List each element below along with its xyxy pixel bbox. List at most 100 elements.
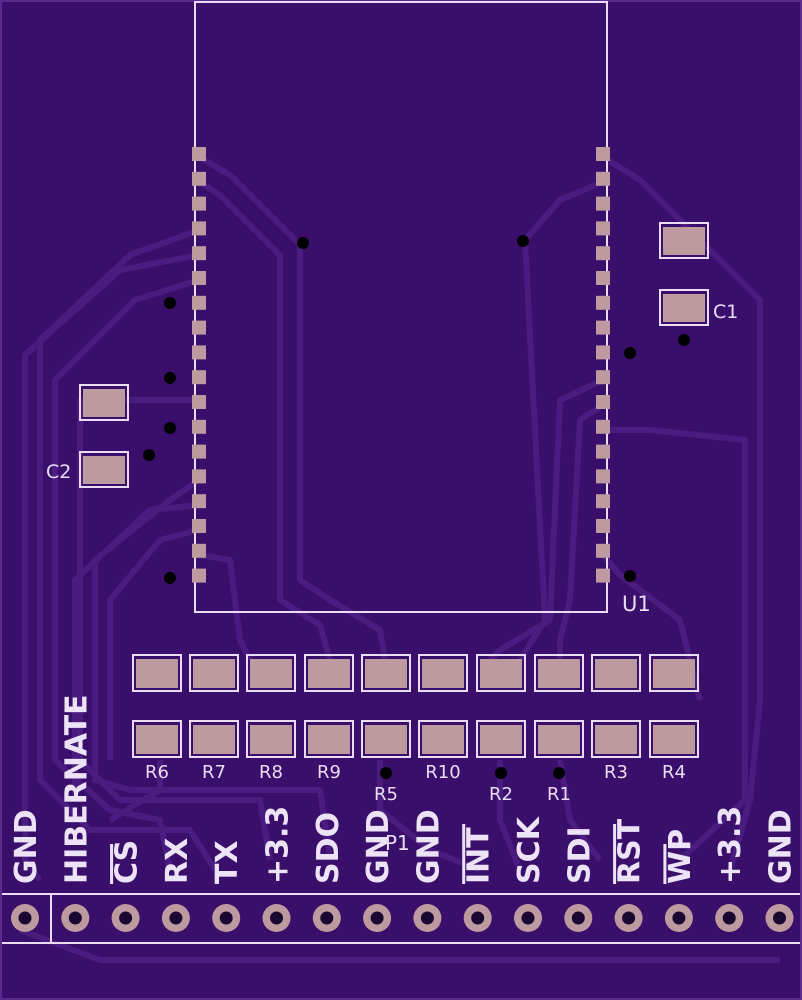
header-pin-hole xyxy=(320,911,334,925)
resistor-label: R10 xyxy=(425,762,460,783)
header-p1-label: P1 xyxy=(385,831,410,855)
header-pin-hole xyxy=(270,911,283,925)
module-pad-right xyxy=(596,395,610,409)
resistor-label: R5 xyxy=(374,784,398,805)
via xyxy=(553,767,565,779)
via xyxy=(143,449,155,461)
header-pin-label: +3.3 xyxy=(261,806,296,884)
via xyxy=(624,570,636,582)
module-pad-left xyxy=(192,543,206,558)
resistor-r4: R4 xyxy=(649,654,699,783)
module-pad-left xyxy=(192,419,206,434)
module-pad-right xyxy=(596,370,610,385)
module-pad-right xyxy=(596,543,610,558)
module-pad-right xyxy=(596,221,610,236)
header-pin-hole xyxy=(471,911,485,925)
header-pin-hole xyxy=(722,911,736,925)
module-pad-right xyxy=(596,444,610,459)
module-pad-right xyxy=(596,246,610,261)
header-pin-hole xyxy=(169,911,183,925)
via xyxy=(624,347,636,359)
module-pad-right xyxy=(596,494,610,509)
module-pad-left xyxy=(192,196,206,211)
resistor-label: R2 xyxy=(489,784,513,805)
resistor-label: R3 xyxy=(604,762,628,783)
module-pad-left xyxy=(192,345,206,360)
resistor-label: R6 xyxy=(145,762,169,783)
via xyxy=(164,572,176,584)
capacitor-c2-label: C2 xyxy=(46,461,71,483)
header-pin-label: GND xyxy=(411,809,446,884)
resistor-label: R8 xyxy=(259,762,283,783)
header-pin-label: SDI xyxy=(562,826,597,884)
via xyxy=(164,297,176,309)
module-pad-left xyxy=(192,295,206,310)
module-u1-label: U1 xyxy=(622,592,651,616)
header-pin-label: TX xyxy=(210,840,245,884)
via xyxy=(297,237,309,249)
header-pin-label: RST xyxy=(613,818,648,884)
header-pin-hole xyxy=(219,911,233,925)
module-pad-left xyxy=(192,320,206,335)
resistor-r7: R7 xyxy=(189,654,239,783)
capacitor-c1-label: C1 xyxy=(713,301,738,323)
header-pin-label: INT xyxy=(462,827,497,884)
module-u1-antenna-outline xyxy=(194,1,608,138)
vias xyxy=(143,235,690,779)
module-pad-left xyxy=(192,444,206,459)
header-pin-hole xyxy=(672,911,686,925)
header-pin-hole xyxy=(68,911,82,925)
via xyxy=(164,422,176,434)
module-pads xyxy=(192,147,610,583)
header-pin-hole xyxy=(521,911,535,925)
module-pad-left xyxy=(192,395,206,409)
header-pin-hole xyxy=(571,911,585,925)
module-pad-right xyxy=(596,568,610,583)
via xyxy=(495,767,507,779)
copper-traces xyxy=(18,154,780,963)
header-pin-label: GND xyxy=(764,809,799,884)
module-pad-left xyxy=(192,494,206,509)
resistor-r1: R1 xyxy=(534,654,584,805)
header-pin-hole xyxy=(420,911,434,925)
module-pad-left xyxy=(192,171,206,186)
header-pin-hole xyxy=(773,911,786,925)
header-pins xyxy=(11,904,794,932)
module-pad-left xyxy=(192,568,206,583)
resistor-r9: R9 xyxy=(304,654,354,783)
module-pad-left xyxy=(192,221,206,236)
resistor-label: R9 xyxy=(317,762,341,783)
module-pad-left xyxy=(192,370,206,385)
resistor-r10: R10 xyxy=(418,654,468,783)
resistor-label: R7 xyxy=(202,762,226,783)
via xyxy=(517,235,529,247)
header-pin-label: SCK xyxy=(512,815,547,884)
module-pad-right xyxy=(596,271,610,285)
header-pin-label: RX xyxy=(160,838,195,884)
module-pad-left xyxy=(192,147,206,161)
module-pad-left xyxy=(192,519,206,533)
via xyxy=(164,372,176,384)
module-pad-right xyxy=(596,519,610,533)
module-pad-right xyxy=(596,147,610,161)
header-pin-label: WP xyxy=(663,829,698,884)
module-pad-left xyxy=(192,469,206,484)
resistor-label: R4 xyxy=(662,762,686,783)
header-pin-hole xyxy=(622,911,636,925)
header-pin-hole xyxy=(18,911,32,925)
module-pad-right xyxy=(596,196,610,211)
resistor-r6: R6 xyxy=(132,654,182,783)
header-pin-label: GND xyxy=(361,809,396,884)
module-u1-outline xyxy=(194,138,608,613)
module-pad-right xyxy=(596,295,610,310)
resistor-label: R1 xyxy=(547,784,571,805)
header-pin-hole xyxy=(119,911,133,925)
capacitor-c2: C2 xyxy=(46,384,129,488)
module-pad-left xyxy=(192,246,206,261)
module-pad-right xyxy=(596,171,610,186)
resistor-r3: R3 xyxy=(591,654,641,783)
module-pad-left xyxy=(192,271,206,285)
